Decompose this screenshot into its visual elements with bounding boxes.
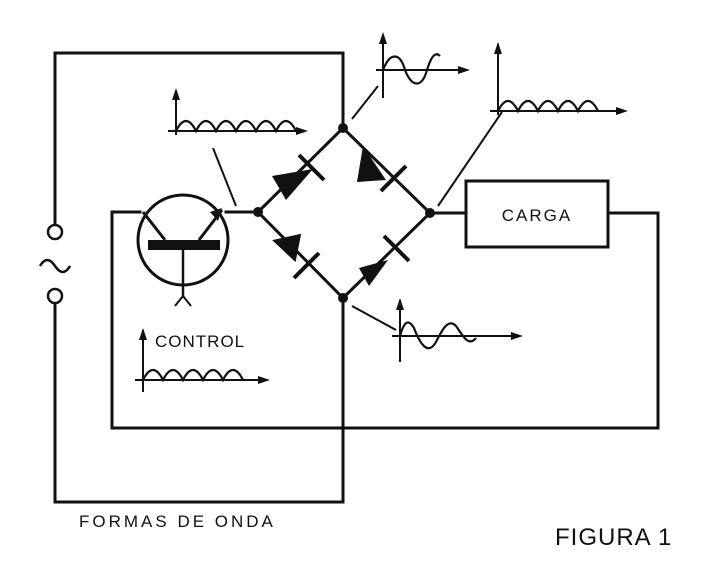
diode-icon bbox=[359, 234, 411, 286]
transistor-icon bbox=[136, 193, 230, 307]
ac-source-icon bbox=[38, 223, 72, 305]
waveforms-caption: FORMAS DE ONDA bbox=[79, 512, 276, 531]
diode-icon bbox=[357, 146, 408, 193]
control-label: CONTROL bbox=[155, 332, 245, 351]
ac-loop-wires bbox=[53, 51, 345, 504]
junction-dots bbox=[253, 123, 435, 303]
load-label: CARGA bbox=[502, 206, 572, 225]
load-loop-wires bbox=[110, 210, 660, 430]
waveform-rectified-input bbox=[168, 88, 308, 207]
waveform-rectified-output bbox=[437, 42, 628, 207]
load-box: CARGA bbox=[464, 179, 610, 249]
bridge-wires bbox=[255, 125, 433, 301]
diode-icon bbox=[272, 233, 321, 280]
waveform-sine-top bbox=[351, 32, 470, 120]
waveform-sine-bottom bbox=[351, 298, 523, 362]
figure-caption: FIGURA 1 bbox=[555, 524, 672, 551]
waveform-control bbox=[135, 328, 270, 392]
diode-icon bbox=[272, 153, 326, 200]
